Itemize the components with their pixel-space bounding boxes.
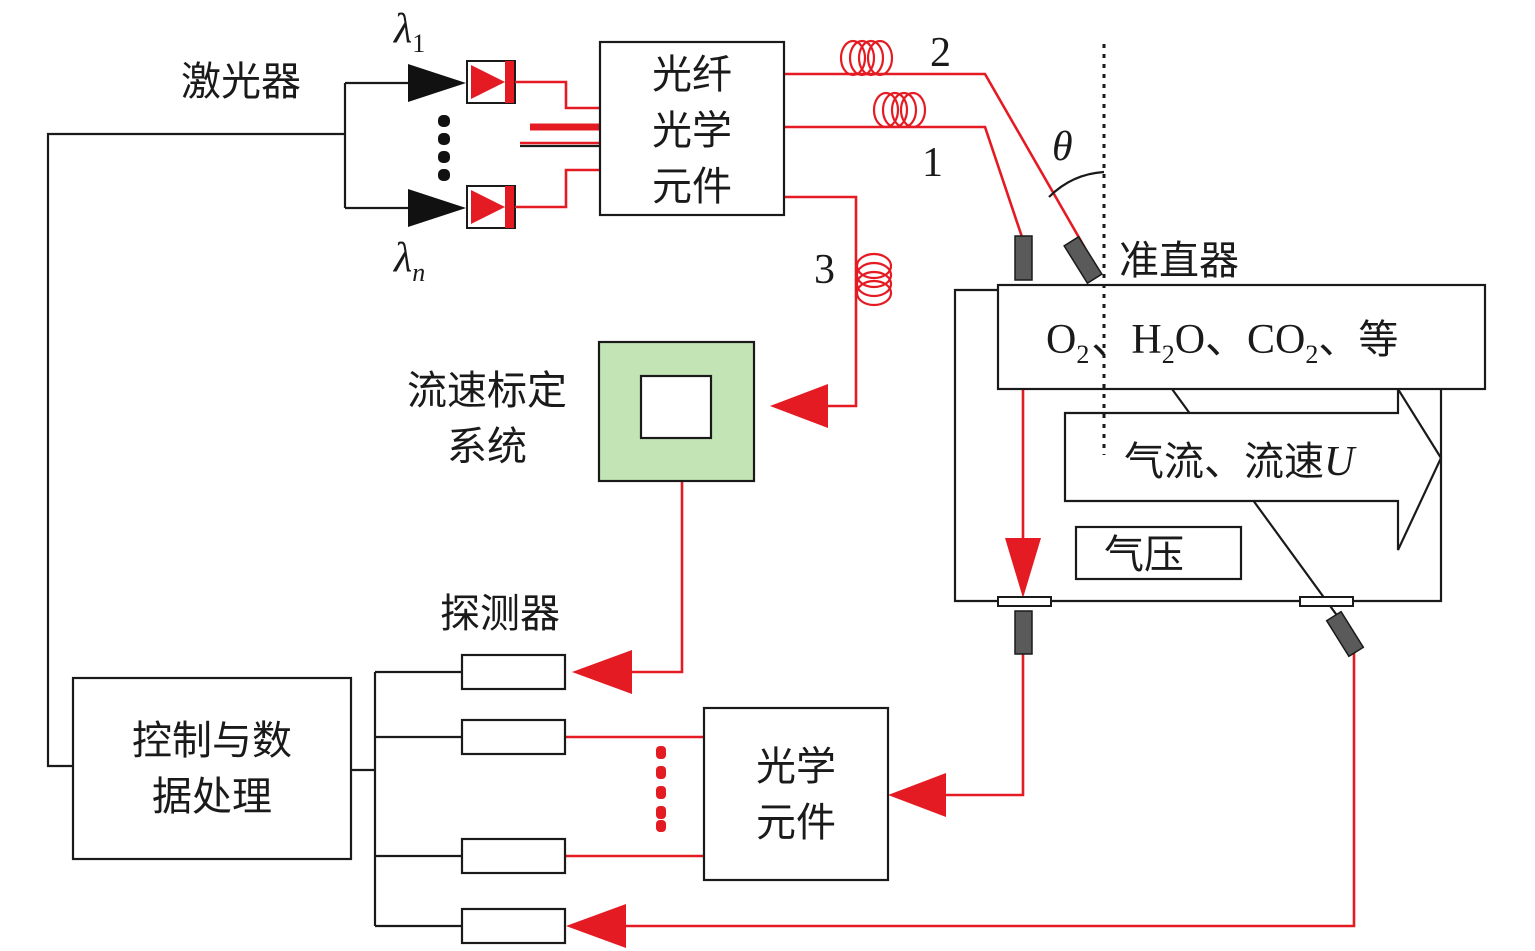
detector-ellipsis-dot (656, 786, 666, 799)
detectors (460, 653, 567, 945)
window-left (997, 596, 1052, 607)
laser-label: 激光器 (181, 59, 301, 105)
collimator-bottom-2 (1325, 610, 1365, 658)
window-right (1299, 596, 1354, 607)
flow-label: 气流、流速U (1124, 439, 1357, 485)
collimator-top-1 (1014, 235, 1033, 281)
control-label-line1: 控制与数 (132, 718, 292, 764)
detector-2 (460, 718, 567, 756)
laser-emitters (408, 64, 466, 227)
arrow-down-chamber (1005, 538, 1041, 598)
fiber-coil-3 (855, 252, 893, 307)
detector-ellipsis-dot (656, 806, 666, 819)
test-chamber (953, 283, 1487, 637)
fiber-optics-label-line2: 光学 (652, 108, 732, 154)
lambda-1-label: λ1 (392, 6, 425, 58)
fiber-coil-2 (839, 39, 894, 77)
control-label-line2: 据处理 (152, 774, 272, 820)
theta-label: θ (1052, 124, 1073, 170)
path-1-label: 1 (922, 140, 943, 186)
gas-box (996, 283, 1487, 391)
detector-ellipsis-dot (656, 746, 666, 759)
calibration-label-line1: 流速标定 (407, 368, 567, 414)
flow-arrow (1063, 385, 1443, 551)
laser-ellipsis-dot (438, 133, 450, 145)
laser-diodes (466, 60, 516, 229)
optics-label-line1: 光学 (756, 744, 836, 790)
laser-ellipsis-dot (438, 151, 450, 163)
collimators (1014, 235, 1365, 658)
fiber-optics-box (598, 40, 786, 217)
arrow-to-detector-bottom (566, 904, 626, 948)
fiber-coils (839, 39, 927, 307)
calibration-system (597, 340, 756, 483)
detector-label: 探测器 (440, 591, 560, 637)
laser-ellipsis-dot (438, 115, 450, 127)
detector-1 (460, 653, 567, 691)
fiber-coil-1 (872, 91, 927, 129)
collimator-bottom-1 (1014, 610, 1033, 655)
detector-ellipsis-dot (656, 820, 666, 832)
path-2-label: 2 (930, 30, 951, 76)
collimator-label: 准直器 (1119, 238, 1239, 284)
pressure-label: 气压 (1104, 532, 1184, 578)
detector-4 (460, 907, 567, 945)
path-3-label: 3 (814, 247, 835, 293)
theta-arc (1048, 170, 1105, 198)
arrow-to-calibration (770, 384, 828, 428)
beam-arrowheads (566, 384, 1041, 948)
laser-emitter-1 (408, 64, 466, 102)
fiber-optics-label-line3: 元件 (652, 164, 732, 210)
collimator-top-2 (1063, 235, 1103, 285)
lambda-n-label: λn (392, 235, 425, 287)
pressure-box (1074, 525, 1243, 581)
control-box (71, 676, 353, 861)
laser-diode-1 (466, 60, 516, 104)
optics-label-line2: 元件 (756, 800, 836, 846)
fiber-optics-label-line1: 光纤 (652, 52, 732, 98)
detector-ellipsis-dot (656, 766, 666, 779)
control-wiring (46, 81, 600, 928)
laser-ellipsis-dot (438, 169, 450, 181)
laser-emitter-n (408, 189, 466, 227)
calibration-inner (639, 374, 713, 440)
laser-diode-n (466, 185, 516, 229)
calibration-label-line2: 系统 (447, 424, 527, 470)
arrow-to-detector-top (572, 650, 632, 694)
arrow-to-optics (888, 773, 946, 817)
gas-species-label: O2、H2O、CO2、等 (1046, 317, 1398, 369)
beam-paths (515, 72, 1356, 928)
optics-box (702, 706, 890, 882)
detector-3 (460, 837, 567, 875)
text-labels: 激光器 λ1 λn 光纤 光学 元件 2 1 3 θ 准直器 O2、H2O、CO… (132, 6, 1398, 846)
